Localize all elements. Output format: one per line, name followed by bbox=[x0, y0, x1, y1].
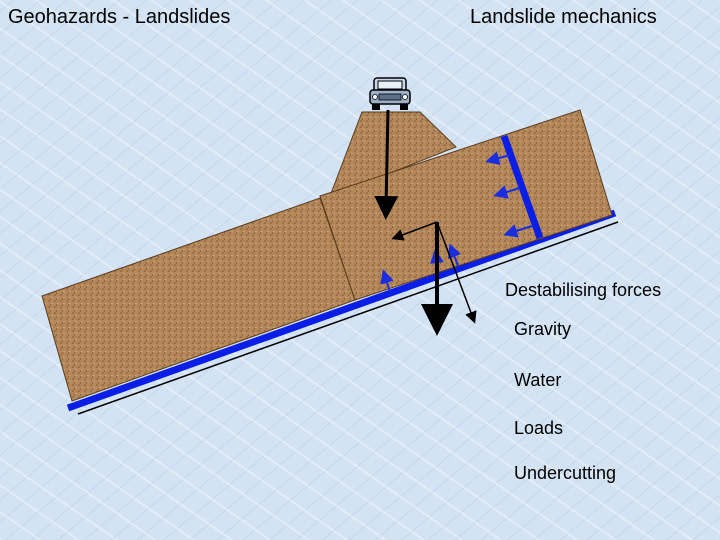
normal-component-arrow bbox=[436, 221, 477, 324]
water-pressure-arrow bbox=[380, 269, 394, 293]
slide-title-right: Landslide mechanics bbox=[470, 6, 657, 28]
upper-soil-block bbox=[319, 109, 613, 301]
load-arrow bbox=[374, 109, 399, 220]
water-pressure-arrow bbox=[485, 151, 511, 165]
downslope-component-arrow bbox=[391, 221, 438, 241]
slide-title-left: Geohazards - Landslides bbox=[8, 6, 231, 28]
tension-crack-water bbox=[500, 134, 544, 240]
water-pressure-arrow bbox=[447, 243, 462, 267]
car-icon bbox=[369, 77, 411, 110]
force-gravity-label: Gravity bbox=[514, 319, 572, 339]
destabilising-forces-heading: Destabilising forces bbox=[505, 280, 662, 300]
force-undercutting-label: Undercutting bbox=[514, 463, 617, 483]
water-pressure-arrow bbox=[493, 185, 521, 199]
force-loads-label: Loads bbox=[514, 418, 564, 438]
force-water-label: Water bbox=[514, 370, 562, 390]
slip-surface-water-line bbox=[66, 209, 617, 412]
water-pressure-arrow bbox=[503, 224, 533, 238]
bedrock-edge-line bbox=[77, 221, 619, 415]
